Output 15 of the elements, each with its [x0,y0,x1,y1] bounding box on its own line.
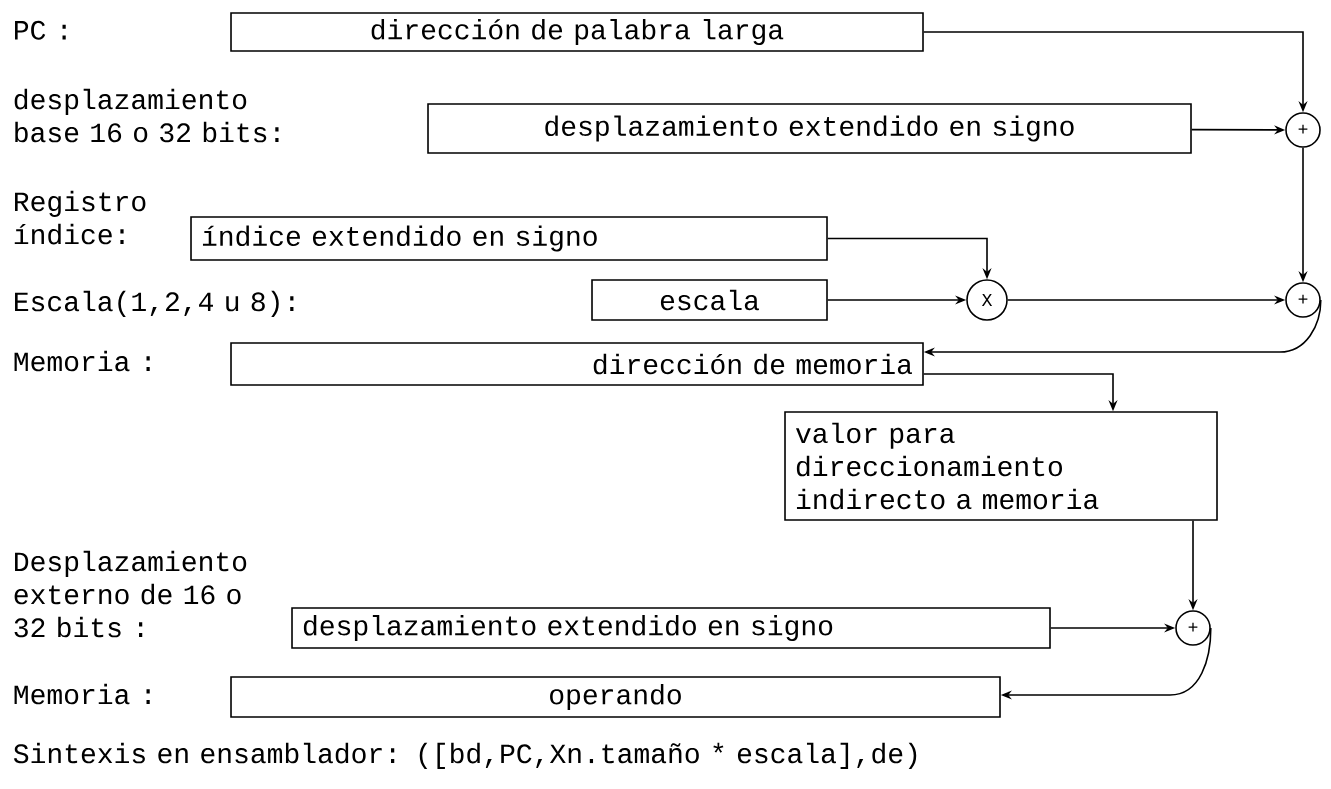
row-label: desplazamiento base 16 o 32 bits: [14,88,279,143]
process-box: operando [230,676,1001,718]
process-box: desplazamiento extendido en signo [427,103,1192,154]
row-label: Registro índice: [14,190,146,245]
row-label: Escala(1,2,4 u 8): [15,290,294,317]
process-box: valor para direccionamiento indirecto a memoria [784,411,1218,521]
process-box: índice extendido en signo [190,216,828,261]
row-label: PC : [15,20,66,40]
process-box: desplazamiento extendido en signo [291,607,1051,649]
row-label: Memoria : [14,350,150,372]
row-label: Memoria : [14,683,150,705]
row-label: Desplazamiento externo de 16 o 32 bits : [14,550,247,638]
process-box: dirección de memoria [230,342,924,386]
process-box: dirección de palabra larga [230,12,924,52]
process-box: escala [591,279,828,321]
